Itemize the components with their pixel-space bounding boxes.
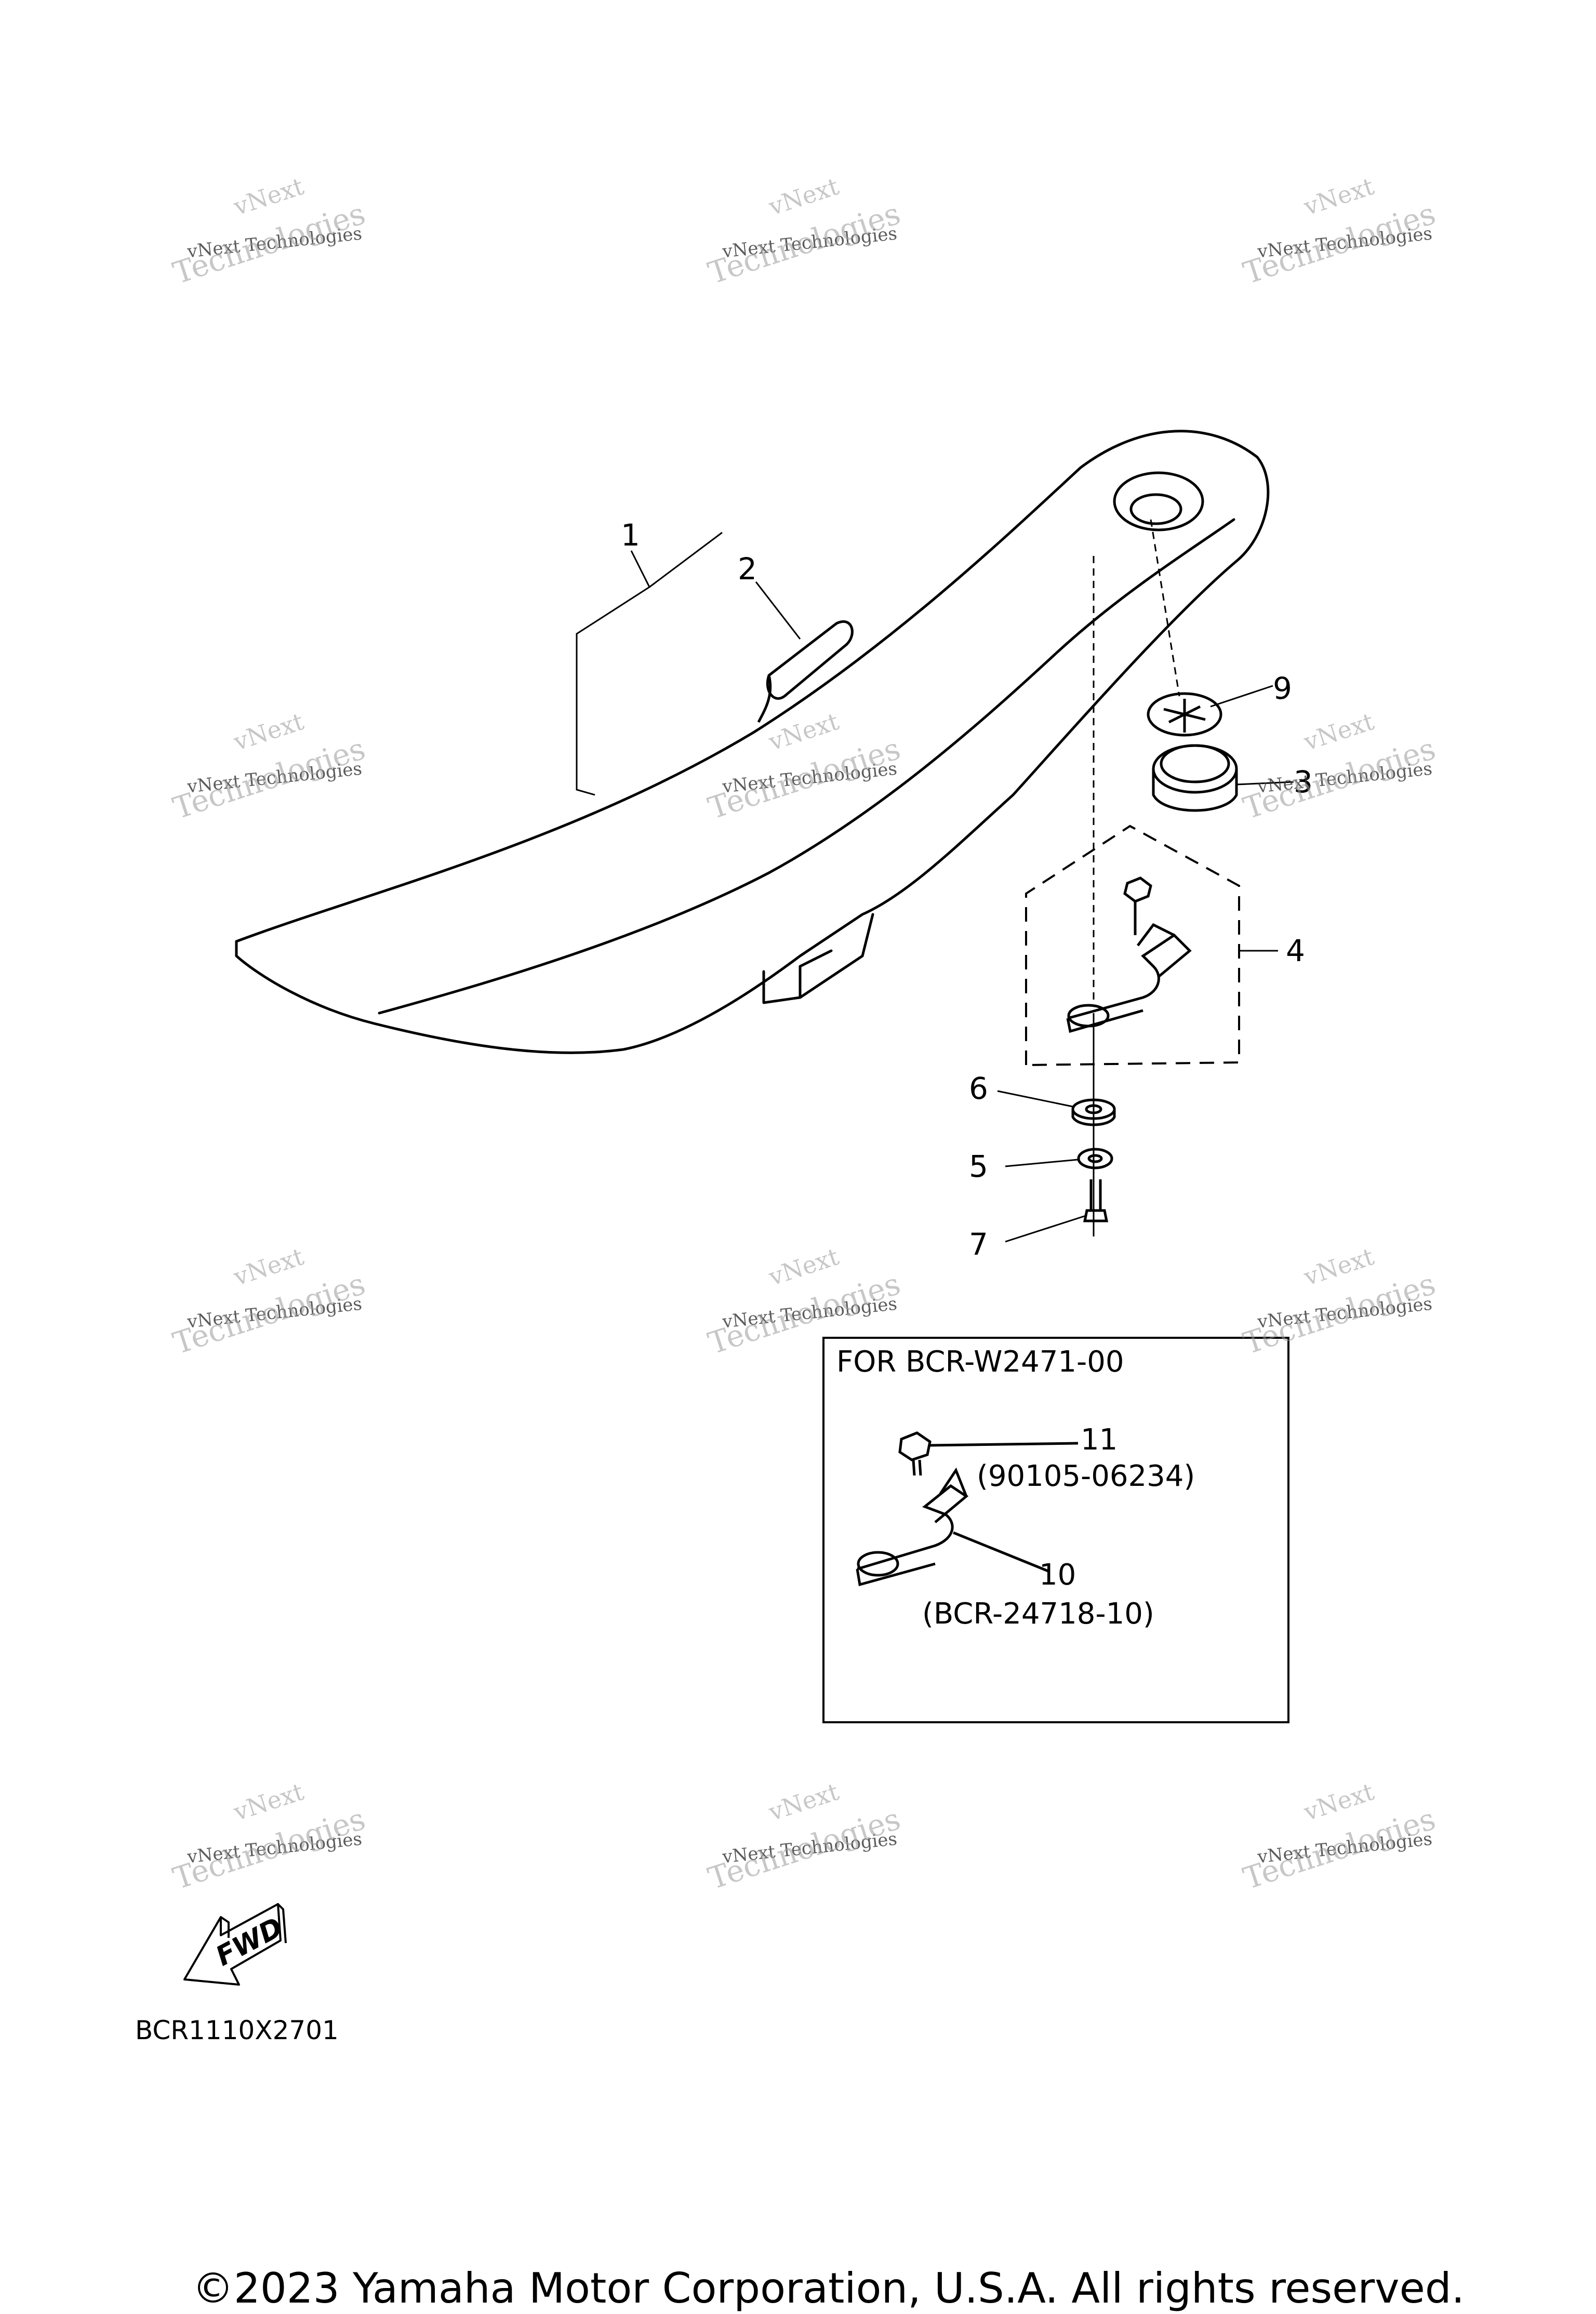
seat-bolt (1083, 1179, 1109, 1222)
diagram-code: BCR1110X2701 (135, 2015, 339, 2045)
svg-text:vNext: vNext (1300, 1777, 1377, 1826)
collar (1071, 1098, 1116, 1126)
callout-6: 6 (969, 1071, 988, 1106)
watermark: vNext vNext Technologies Technologies (1239, 1242, 1440, 1361)
svg-text:vNext: vNext (230, 1242, 307, 1291)
svg-text:vNext: vNext (230, 172, 307, 221)
seat-bracket (1066, 923, 1192, 1033)
inset-title: FOR BCR-W2471-00 (836, 1345, 1124, 1379)
watermark: vNext vNext Technologies Technologies (1239, 707, 1440, 826)
seat-label-tab (757, 620, 854, 723)
fwd-arrow: FWD (183, 1903, 288, 1986)
copyright-notice: ©2023 Yamaha Motor Corporation, U.S.A. A… (192, 2264, 1465, 2312)
inset-item-10: 10 (1039, 1558, 1076, 1592)
watermark: vNext vNext Technologies Technologies (169, 1242, 369, 1361)
svg-text:vNext: vNext (230, 707, 307, 756)
svg-text:vNext: vNext (1300, 707, 1377, 756)
leader-lines (576, 531, 1294, 1243)
watermark: vNext vNext Technologies Technologies (704, 1777, 905, 1896)
inset-panel: FOR BCR-W2471-00 11 (90105-06234) 10 (BC… (822, 1337, 1289, 1723)
callouts: 1 2 3 4 5 6 7 9 (621, 517, 1313, 1262)
callout-5: 5 (969, 1149, 988, 1184)
callout-3: 3 (1294, 764, 1313, 800)
bracket-group-outline (1025, 824, 1240, 1067)
svg-text:vNext: vNext (765, 172, 842, 221)
watermark: vNext vNext Technologies Technologies (704, 172, 905, 291)
callout-1: 1 (621, 517, 640, 553)
inset-item-11-part: (90105-06234) (977, 1459, 1195, 1493)
seat-assembly (235, 430, 1270, 1054)
callout-2: 2 (738, 551, 757, 587)
svg-text:vNext: vNext (1300, 1242, 1377, 1291)
svg-text:vNext: vNext (765, 707, 842, 756)
svg-text:vNext: vNext (765, 1242, 842, 1291)
seat-grommet (1152, 744, 1238, 812)
inset-bracket (856, 1467, 1050, 1587)
watermark: vNext vNext Technologies Technologies (169, 172, 369, 291)
callout-7: 7 (969, 1227, 988, 1262)
inset-item-10-part: (BCR-24718-10) (922, 1597, 1154, 1631)
guide-lines (1093, 519, 1180, 1003)
watermark: vNext vNext Technologies Technologies (1239, 172, 1440, 291)
bracket-bolt (1123, 876, 1152, 935)
svg-text:vNext: vNext (1300, 172, 1377, 221)
watermark: vNext vNext Technologies Technologies (704, 707, 905, 826)
seat-cap (1147, 692, 1222, 737)
inset-bolt (898, 1431, 1079, 1476)
inset-item-11: 11 (1081, 1423, 1118, 1457)
svg-text:vNext: vNext (230, 1777, 307, 1826)
watermark: vNext vNext Technologies Technologies (169, 1777, 369, 1896)
watermark: vNext vNext Technologies Technologies (1239, 1777, 1440, 1896)
washer (1077, 1148, 1113, 1169)
callout-4: 4 (1286, 933, 1305, 968)
watermark: vNext vNext Technologies Technologies (169, 707, 369, 826)
watermarks: vNext vNext Technologies Technologies vN… (169, 172, 1440, 1896)
svg-text:vNext: vNext (765, 1777, 842, 1826)
callout-9: 9 (1273, 671, 1292, 706)
